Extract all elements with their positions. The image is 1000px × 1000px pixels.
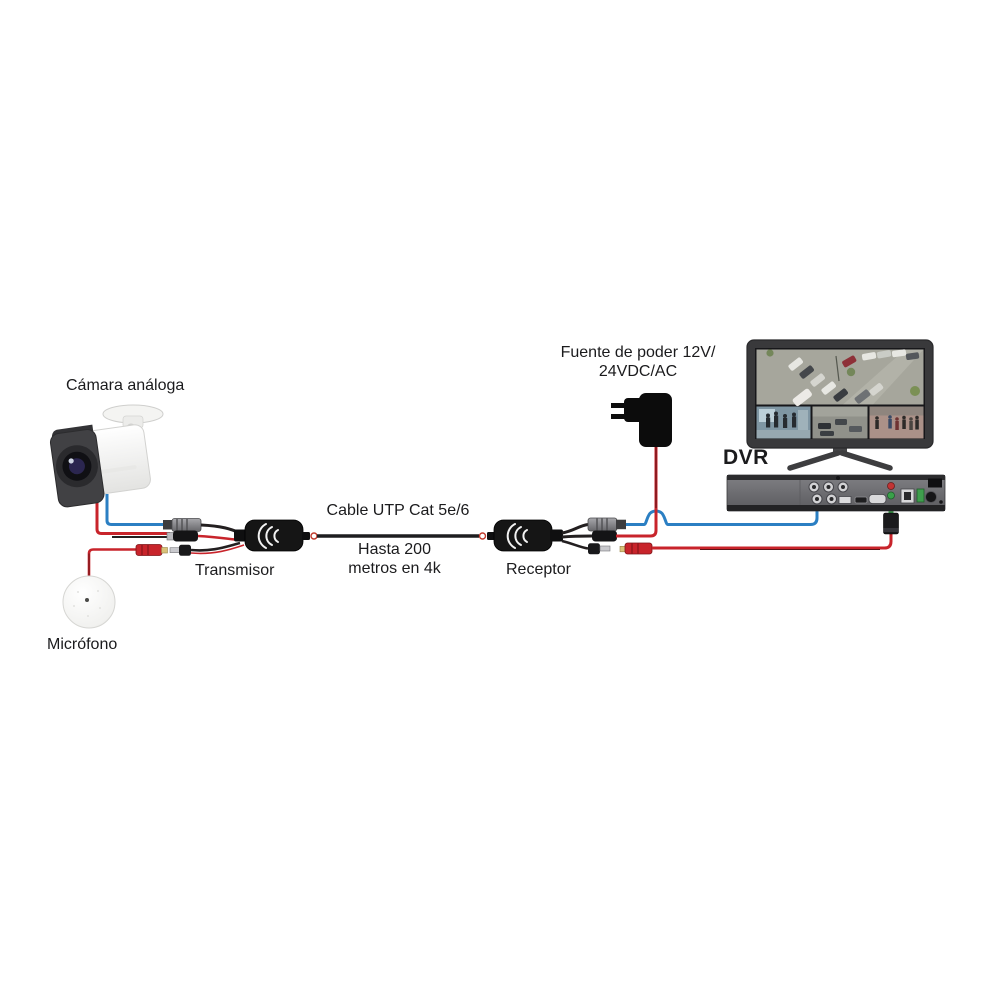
dvr-hdmi-port bbox=[854, 496, 868, 504]
transmitter-balun bbox=[234, 519, 318, 552]
transmitter-dc-jack bbox=[166, 530, 241, 542]
power-wire bbox=[616, 446, 658, 538]
dvr-bnc-2 bbox=[823, 481, 834, 493]
receiver-bnc-connector bbox=[587, 517, 626, 532]
screen-view-room bbox=[756, 406, 811, 439]
dvr-rs485-terminal bbox=[916, 488, 925, 503]
monitor-screen-content bbox=[756, 349, 924, 439]
screen-view-walkway bbox=[869, 406, 924, 439]
microphone-audio-wire bbox=[87, 548, 136, 576]
dvr-bnc-inputs bbox=[808, 481, 849, 505]
dvr-power-switch bbox=[928, 478, 942, 488]
receiver-branch-wires bbox=[561, 523, 593, 550]
power-adapter bbox=[611, 393, 672, 447]
adapter-prong-bottom bbox=[611, 414, 627, 419]
dvr-audio-in-jack bbox=[887, 491, 895, 500]
monitor-stand bbox=[787, 447, 893, 471]
dvr-ethernet-port bbox=[900, 488, 915, 504]
adapter-prong-top bbox=[611, 403, 627, 408]
utp-cable bbox=[317, 532, 487, 540]
dvr-vent-screw bbox=[836, 476, 840, 480]
microphone-label: Micrófono bbox=[47, 636, 118, 653]
dvr-bnc-3 bbox=[837, 481, 849, 493]
analog-camera bbox=[49, 404, 164, 508]
utp-cable-label: Cable UTP Cat 5e/6 bbox=[326, 502, 470, 519]
dvr-power-port bbox=[925, 491, 937, 503]
camera-power-wire bbox=[95, 494, 170, 538]
dvr-vga-port bbox=[868, 494, 887, 504]
transmitter-signal-arcs bbox=[257, 523, 279, 549]
receiver-label: Receptor bbox=[506, 561, 571, 578]
camera-body bbox=[49, 424, 151, 508]
camera-video-wire bbox=[105, 494, 165, 526]
transmitter-label: Transmisor bbox=[195, 562, 275, 579]
receiver-balun bbox=[487, 519, 563, 552]
screen-view-parking bbox=[756, 349, 924, 407]
transmitter-bnc-connector bbox=[163, 518, 241, 535]
screen-view-street bbox=[812, 406, 868, 439]
microphone bbox=[62, 575, 116, 629]
power-supply-label: Fuente de poder 12V/ 24VDC/AC bbox=[560, 344, 716, 380]
microphone-hole bbox=[85, 598, 89, 602]
audio-wire-to-dvr bbox=[652, 533, 893, 551]
receiver-dc-jack bbox=[592, 530, 617, 542]
receiver-rca-connector bbox=[588, 542, 653, 555]
dvr-bnc-1 bbox=[808, 481, 820, 493]
utp-plug-right bbox=[478, 532, 487, 540]
dvr-bnc-5 bbox=[826, 493, 837, 505]
transmitter-rca-connector bbox=[135, 541, 245, 556]
parked-cars bbox=[788, 349, 920, 407]
dvr-usb-port bbox=[838, 496, 852, 504]
dvr-ground-hole bbox=[939, 500, 943, 504]
utp-plug-left bbox=[310, 532, 318, 540]
utp-cable-note: Hasta 200 metros en 4k bbox=[348, 541, 441, 577]
camera-label: Cámara análoga bbox=[66, 377, 185, 394]
dvr-unit bbox=[726, 474, 946, 512]
video-wire-to-dvr bbox=[626, 504, 819, 526]
camera-lens-housing bbox=[49, 424, 105, 508]
receiver-signal-arcs bbox=[506, 523, 528, 549]
dvr-bnc-4 bbox=[811, 493, 823, 505]
dvr-label: DVR bbox=[723, 446, 769, 469]
dvr-audio-out-jack bbox=[887, 482, 895, 490]
monitor bbox=[746, 339, 934, 471]
